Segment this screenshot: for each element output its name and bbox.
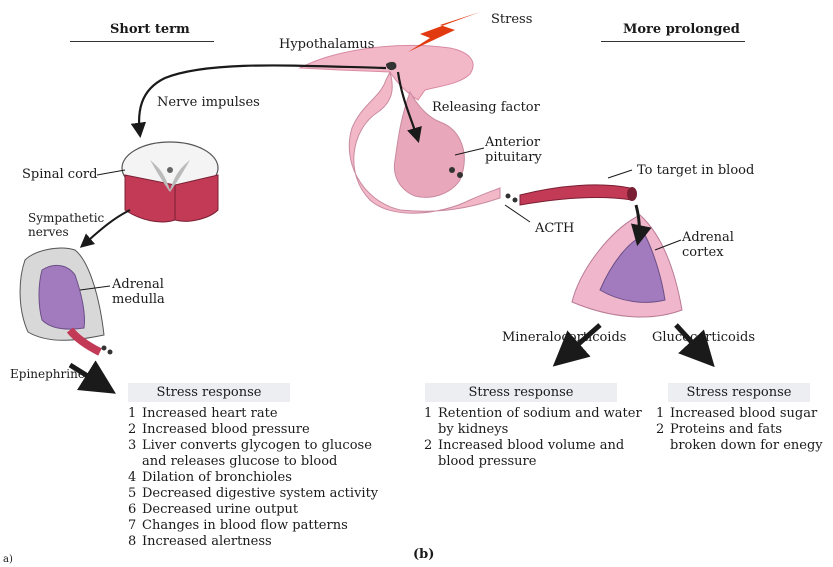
response-item-text: Increased alertness [142,534,272,550]
hypothalamus-label: Hypothalamus [279,37,374,52]
response-item-number: 5 [128,486,142,502]
more-prolonged-header: More prolonged [623,22,740,37]
short-term-rule [70,41,214,42]
response-item-text: Decreased urine output [142,502,298,518]
adrenal-cortex-shape [572,215,682,317]
response-item-text: Increased blood volume and blood pressur… [438,438,624,470]
response-item-number: 2 [424,438,438,470]
response-item-text: Liver converts glycogen to glucose and r… [142,438,372,470]
releasing-factor-label: Releasing factor [432,100,540,115]
response-item-number: 3 [128,438,142,470]
response-item-number: 2 [128,422,142,438]
adrenal-medulla-shape [20,248,112,354]
response-item-number: 1 [656,406,670,422]
response-item-text: Increased blood pressure [142,422,310,438]
to-target-label: To target in blood [637,163,754,178]
response-item-text: Retention of sodium and water by kidneys [438,406,642,438]
gluco-response-title: Stress response [668,383,810,402]
pituitary-shape [349,72,500,213]
glucocorticoids-label: Glucocorticoids [652,330,755,345]
to-target-leader [608,170,632,178]
acth-label: ACTH [535,221,574,236]
stress-lightning-icon [408,12,480,52]
response-item-number: 1 [128,406,142,422]
mineralocorticoids-label: Mineralocorticoids [502,330,626,345]
response-item-number: 6 [128,502,142,518]
sympathetic-nerves-label: Sympathetic nerves [28,211,104,239]
mineralo-response-title: Stress response [425,383,617,402]
spinal-cord-shape [122,142,218,222]
response-item-text: Increased blood sugar [670,406,817,422]
response-item-number: 1 [424,406,438,438]
adrenal-cortex-label: Adrenal cortex [682,230,734,260]
response-item-number: 4 [128,470,142,486]
response-item-text: Decreased digestive system activity [142,486,378,502]
epinephrine-label: Epinephrine [10,367,85,382]
response-item-text: Proteins and fats broken down for enegy [670,422,823,454]
response-item-text: Increased heart rate [142,406,278,422]
response-item-number: 2 [656,422,670,454]
short-term-response-title: Stress response [128,383,290,402]
panel-label-b: (b) [413,547,434,562]
short-term-header: Short term [110,22,190,37]
stress-label: Stress [491,12,532,27]
panel-label-a: a) [3,552,13,567]
nerve-impulses-label: Nerve impulses [157,95,260,110]
acth-leader [505,205,530,222]
response-item-number: 7 [128,518,142,534]
response-item-text: Dilation of bronchioles [142,470,292,486]
anterior-pituitary-label: Anterior pituitary [485,135,542,165]
spinal-cord-label: Spinal cord [22,167,97,182]
response-item-number: 8 [128,534,142,550]
adrenal-medulla-label: Adrenal medulla [112,277,165,307]
blood-vessel-shape [506,185,638,205]
more-prolonged-rule [601,41,745,42]
response-item-text: Changes in blood flow patterns [142,518,348,534]
